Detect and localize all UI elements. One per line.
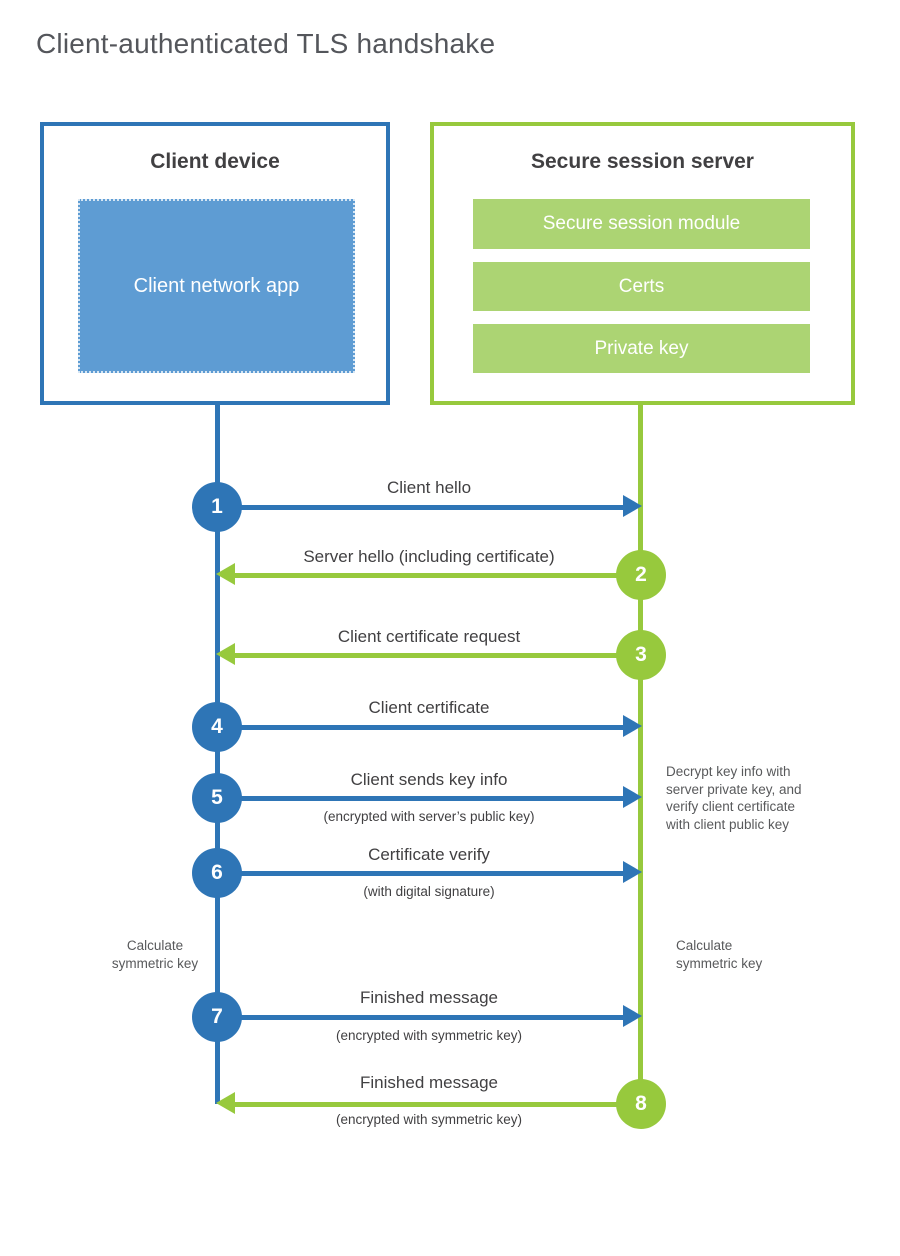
arrow-shaft [217,725,627,730]
arrow-head-icon [216,643,235,665]
page-title: Client-authenticated TLS handshake [36,28,496,59]
client-lifeline [215,405,220,1104]
step-circle: 1 [192,482,242,532]
message-label: Client certificate [368,698,490,717]
step-circle: 8 [616,1079,666,1129]
client-device-title: Client device [150,150,280,173]
client-network-app-box: Client network app [78,199,355,373]
message-sublabel: (encrypted with symmetric key) [335,1028,523,1043]
message-label: Client sends key info [350,770,508,789]
note-line: symmetric key [676,956,763,971]
message-label: Certificate verify [368,845,490,864]
arrow-head-icon [216,1092,235,1114]
note-line: with client public key [666,816,790,832]
step-number: 7 [211,1005,223,1028]
arrow-shaft [217,505,627,510]
arrow-head-icon [623,861,642,883]
server-lifeline [638,405,643,1104]
calculate-symmetric-key-note-server: Calculate symmetric key [676,937,816,973]
message-sublabel: (encrypted with symmetric key) [335,1112,523,1127]
note-line: Calculate [126,938,184,953]
decrypt-key-note: Decrypt key info with server private key… [666,763,802,833]
message-label: Finished message [360,1073,498,1092]
client-network-app-label: Client network app [133,275,300,297]
step-circle: 3 [616,630,666,680]
arrow-head-icon [623,495,642,517]
step-number: 6 [211,861,223,884]
message-sublabel: (with digital signature) [363,884,495,899]
note-line: symmetric key [111,956,199,971]
server-module-certs: Certs [473,262,810,311]
step-number: 2 [635,563,647,586]
arrow-shaft [217,871,627,876]
arrow-head-icon [623,1005,642,1027]
arrow-shaft [217,796,627,801]
step-circle: 5 [192,773,242,823]
secure-session-server-title: Secure session server [531,150,754,173]
message-label: Server hello (including certificate) [303,547,555,566]
step-circle: 7 [192,992,242,1042]
step-circle: 6 [192,848,242,898]
note-line: Decrypt key info with [666,764,791,779]
step-number: 4 [211,715,223,738]
arrow-shaft [217,1015,627,1020]
arrow-shaft [231,573,641,578]
message-sublabel: (encrypted with server’s public key) [323,809,535,824]
message-label: Client hello [386,478,472,497]
step-number: 5 [211,786,223,809]
step-number: 1 [211,495,223,518]
arrow-head-icon [216,563,235,585]
note-line: verify client certificate [666,799,796,814]
calculate-symmetric-key-note-client: Calculate symmetric key [85,937,225,973]
note-line: server private key, and [666,781,802,797]
arrow-head-icon [623,786,642,808]
step-number: 3 [635,643,647,666]
message-label: Client certificate request [337,627,521,646]
arrow-shaft [231,653,641,658]
step-circle: 4 [192,702,242,752]
arrow-head-icon [623,715,642,737]
note-line: Calculate [676,938,733,953]
step-number: 8 [635,1092,647,1115]
message-label: Finished message [360,988,498,1007]
server-module-private-key: Private key [473,324,810,373]
step-circle: 2 [616,550,666,600]
arrow-shaft [231,1102,641,1107]
server-module-secure-session: Secure session module [473,199,810,249]
